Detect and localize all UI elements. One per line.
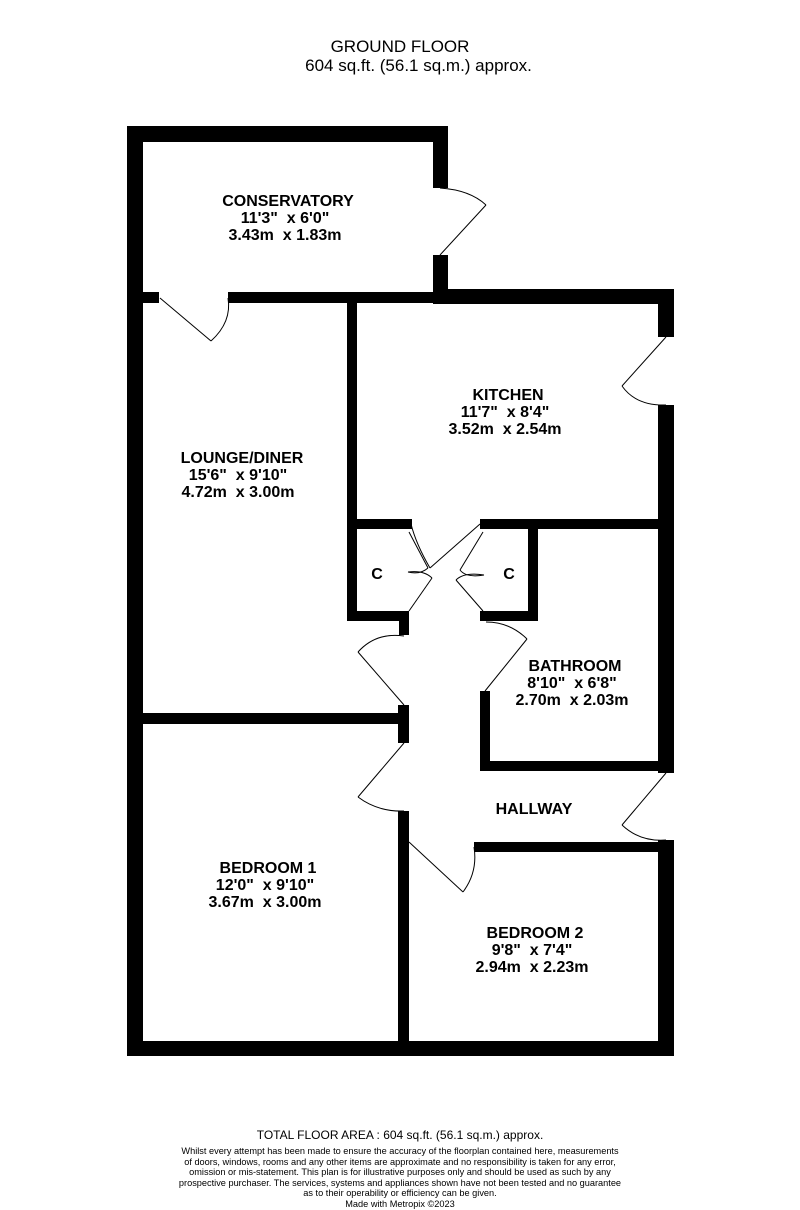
wall-hall-left-stub: [399, 611, 409, 635]
wall-cupboard-top-left: [347, 519, 412, 529]
room-lounge-metric: 4.72m x 3.00m: [182, 484, 295, 501]
room-bathroom-metric: 2.70m x 2.03m: [516, 692, 629, 709]
disclaimer-line: of doors, windows, rooms and any other i…: [184, 1156, 616, 1167]
walls: [127, 126, 674, 1056]
door-kitchen-swing: [410, 523, 431, 569]
room-lounge-imperial: 15'6" x 9'10": [189, 467, 287, 484]
room-bedroom2-metric: 2.94m x 2.23m: [476, 959, 589, 976]
wall-bedroom2-top: [474, 842, 674, 852]
room-bedroom2-name: BEDROOM 2: [487, 925, 584, 942]
door-cupboard-left-leaf: [408, 531, 429, 569]
doors: [159, 187, 667, 893]
door-cupboard-right-swing2: [455, 573, 485, 581]
wall-hall-left-mid: [398, 705, 409, 743]
door-kitchen-ext-leaf: [621, 336, 667, 387]
door-hall-ext-leaf: [621, 772, 667, 826]
door-cupboard-right-leaf2: [455, 579, 484, 612]
door-lounge-swing: [210, 297, 230, 342]
door-bedroom1-swing: [357, 796, 405, 812]
wall-bathroom-left: [480, 691, 490, 771]
floor-area: 604 sq.ft. (56.1 sq.m.) approx.: [305, 56, 532, 75]
cupboard-left-label: C: [371, 566, 383, 583]
disclaimer-line: prospective purchaser. The services, sys…: [178, 1177, 622, 1188]
door-bedroom2-swing: [462, 846, 476, 893]
door-bathroom-leaf: [484, 638, 528, 692]
wall-right-upper: [658, 289, 674, 337]
wall-cupboard-bottom-right: [480, 611, 538, 621]
room-bedroom1-metric: 3.67m x 3.00m: [209, 894, 322, 911]
wall-conservatory-top: [127, 126, 448, 142]
wall-conservatory-bottom-left: [127, 292, 159, 303]
disclaimer-line: omission or mis-statement. This plan is …: [189, 1167, 611, 1178]
disclaimer-line: Whilst every attempt has been made to en…: [181, 1146, 619, 1156]
door-lounge-leaf: [159, 297, 212, 342]
door-bathroom-swing: [485, 621, 528, 640]
wall-kitchen-top: [433, 289, 674, 304]
door-cupboard-right-leaf: [459, 531, 484, 571]
door-conservatory-swing: [439, 187, 487, 206]
wall-conservatory-bottom-right: [228, 292, 438, 303]
wall-lounge-kitchen: [347, 298, 357, 621]
wall-outer-left: [127, 126, 143, 1056]
made-with-credit: Made with Metropix ©2023: [345, 1198, 455, 1209]
door-hall-ext-swing: [621, 824, 667, 841]
room-conservatory-imperial: 11'3" x 6'0": [241, 210, 330, 227]
room-kitchen-name: KITCHEN: [472, 387, 543, 404]
door-bedroom2-leaf: [408, 841, 464, 893]
wall-right-lower: [658, 840, 674, 1056]
disclaimer-line: as to their operability or efficiency ca…: [303, 1188, 497, 1199]
door-kitchen-leaf: [429, 523, 481, 569]
room-labels: CONSERVATORY 11'3" x 6'0" 3.43m x 1.83m …: [181, 193, 629, 976]
room-kitchen-imperial: 11'7" x 8'4": [461, 404, 550, 421]
door-lounge-hall-leaf: [357, 651, 405, 706]
door-cupboard-right-swing: [459, 569, 485, 577]
wall-bathroom-bottom: [480, 761, 674, 771]
room-bedroom2-imperial: 9'8" x 7'4": [492, 942, 573, 959]
door-conservatory-leaf: [439, 204, 487, 256]
door-kitchen-ext-swing: [621, 385, 667, 406]
cupboard-right-label: C: [503, 566, 515, 583]
wall-conservatory-right-upper: [433, 126, 448, 188]
wall-cupboard-right: [528, 519, 538, 620]
wall-bedroom-divider: [398, 811, 409, 1056]
wall-kitchen-bottom-right: [480, 519, 674, 529]
door-cupboard-left-swing2: [407, 571, 433, 579]
door-cupboard-left-swing: [407, 567, 429, 574]
room-kitchen-metric: 3.52m x 2.54m: [449, 421, 562, 438]
room-hallway-name: HALLWAY: [496, 801, 573, 818]
room-bathroom-name: BATHROOM: [528, 658, 621, 675]
floor-title: GROUND FLOOR: [330, 37, 470, 56]
room-lounge-name: LOUNGE/DINER: [181, 450, 304, 467]
wall-right-mid: [658, 405, 674, 773]
door-lounge-hall-swing: [357, 634, 405, 653]
room-conservatory-name: CONSERVATORY: [222, 193, 354, 210]
wall-lounge-bedroom1: [127, 713, 409, 724]
disclaimer: Whilst every attempt has been made to en…: [0, 1146, 800, 1210]
door-bedroom1-leaf: [357, 742, 405, 798]
door-cupboard-left-leaf2: [408, 577, 433, 612]
room-bathroom-imperial: 8'10" x 6'8": [527, 675, 617, 692]
room-conservatory-metric: 3.43m x 1.83m: [229, 227, 342, 244]
total-floor-area: TOTAL FLOOR AREA : 604 sq.ft. (56.1 sq.m…: [256, 1128, 544, 1142]
wall-cupboard-bottom-left: [347, 611, 409, 621]
room-bedroom1-name: BEDROOM 1: [220, 860, 317, 877]
room-bedroom1-imperial: 12'0" x 9'10": [216, 877, 314, 894]
